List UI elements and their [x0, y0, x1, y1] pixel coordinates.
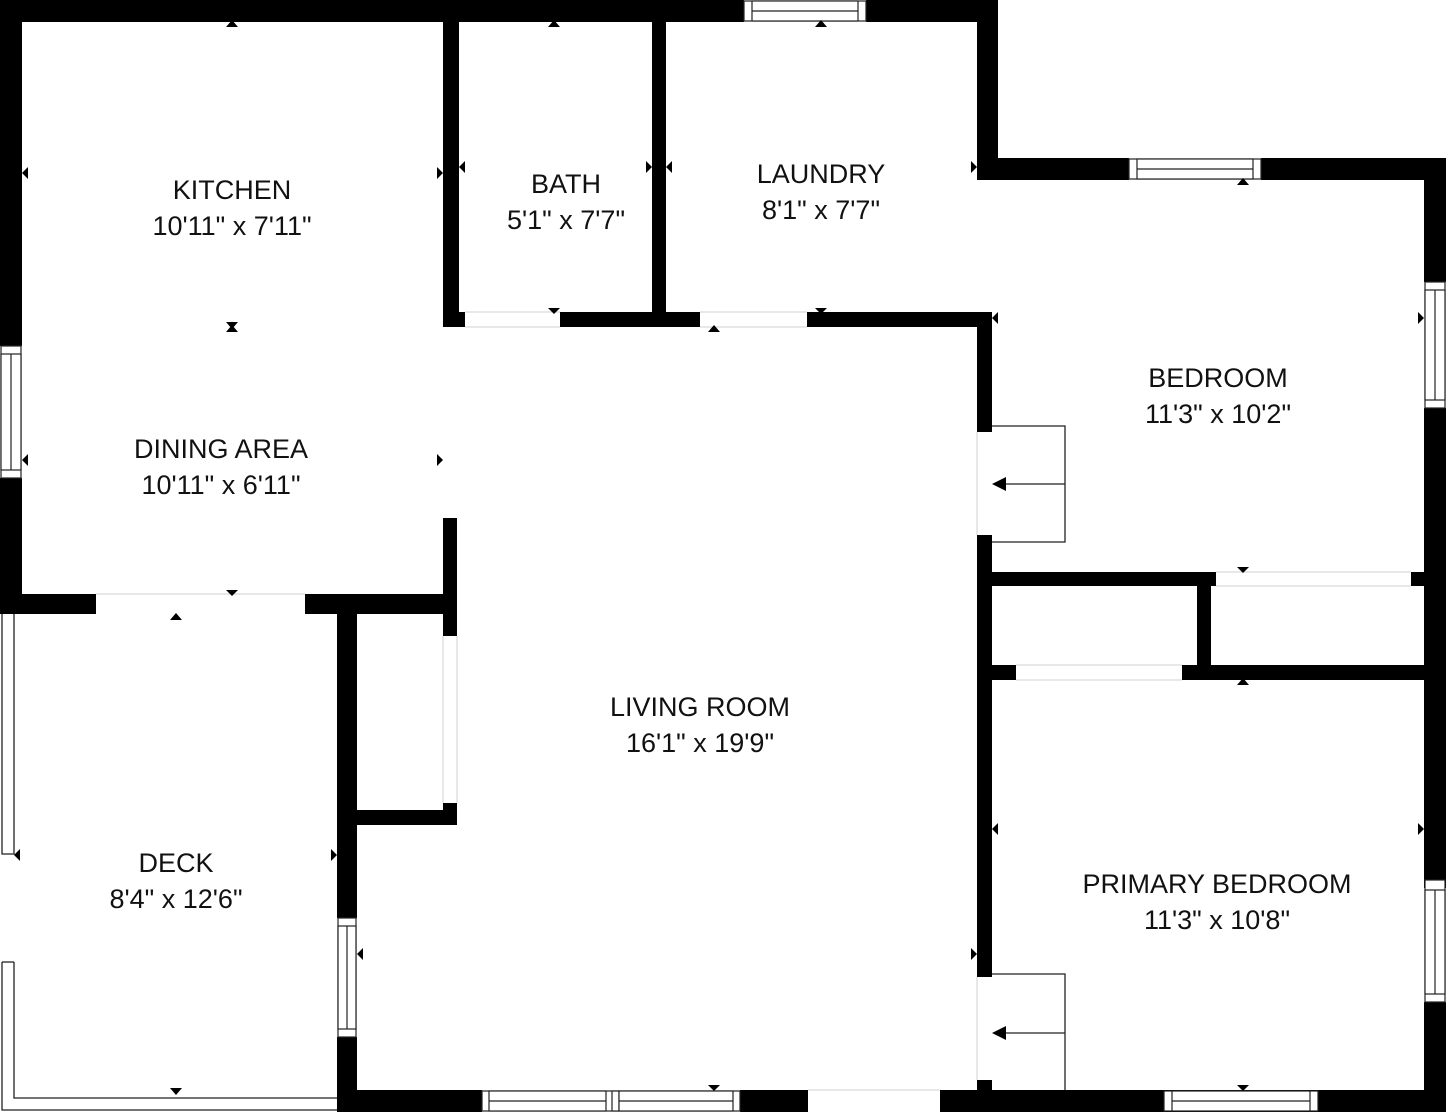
room-name: KITCHEN — [172, 175, 292, 205]
room-dimensions: 10'11" x 7'11" — [152, 211, 312, 241]
room-label-primary-bedroom: PRIMARY BEDROOM 11'3" x 10'8" — [1082, 866, 1351, 938]
arrow-left-icon — [992, 1026, 1006, 1040]
room-dimensions: 11'3" x 10'2" — [1144, 399, 1292, 429]
room-name: BEDROOM — [1148, 363, 1288, 393]
deck-railing — [1, 614, 337, 1111]
dimension-markers — [14, 20, 1424, 1095]
door-openings — [96, 311, 1411, 1091]
room-name: PRIMARY BEDROOM — [1082, 869, 1352, 899]
arrow-left-icon — [992, 477, 1006, 491]
room-name: LAUNDRY — [756, 159, 886, 189]
window-bedroom-top — [1128, 158, 1262, 180]
window-primary-right — [1424, 879, 1446, 1003]
room-name: LIVING ROOM — [609, 692, 791, 722]
room-label-dining-area: DINING AREA 10'11" x 6'11" — [134, 431, 308, 503]
closet-door-primary — [992, 973, 1066, 1090]
room-dimensions: 8'4" x 12'6" — [109, 884, 243, 914]
room-dimensions: 16'1" x 19'9" — [625, 728, 775, 758]
window-laundry-top — [743, 0, 867, 22]
room-dimensions: 8'1" x 7'7" — [761, 195, 881, 225]
room-dimensions: 5'1" x 7'7" — [506, 205, 626, 235]
room-label-bedroom: BEDROOM 11'3" x 10'2" — [1145, 360, 1291, 432]
window-living-deck — [337, 917, 357, 1038]
closet-door-bedroom — [992, 425, 1066, 543]
window-dining-left — [0, 345, 22, 479]
window-living-bottom — [481, 1090, 741, 1112]
room-name: DECK — [138, 848, 214, 878]
room-dimensions: 10'11" x 6'11" — [141, 470, 301, 500]
window-bedroom-right — [1424, 281, 1446, 409]
room-label-kitchen: KITCHEN 10'11" x 7'11" — [152, 172, 311, 244]
room-name: DINING AREA — [133, 434, 309, 464]
room-name: BATH — [530, 169, 602, 199]
room-label-living-room: LIVING ROOM 16'1" x 19'9" — [610, 689, 790, 761]
window-primary-bottom — [1163, 1090, 1319, 1112]
room-label-laundry: LAUNDRY 8'1" x 7'7" — [757, 156, 886, 228]
room-label-deck: DECK 8'4" x 12'6" — [109, 845, 242, 917]
room-label-bath: BATH 5'1" x 7'7" — [507, 166, 625, 238]
room-dimensions: 11'3" x 10'8" — [1143, 905, 1291, 935]
